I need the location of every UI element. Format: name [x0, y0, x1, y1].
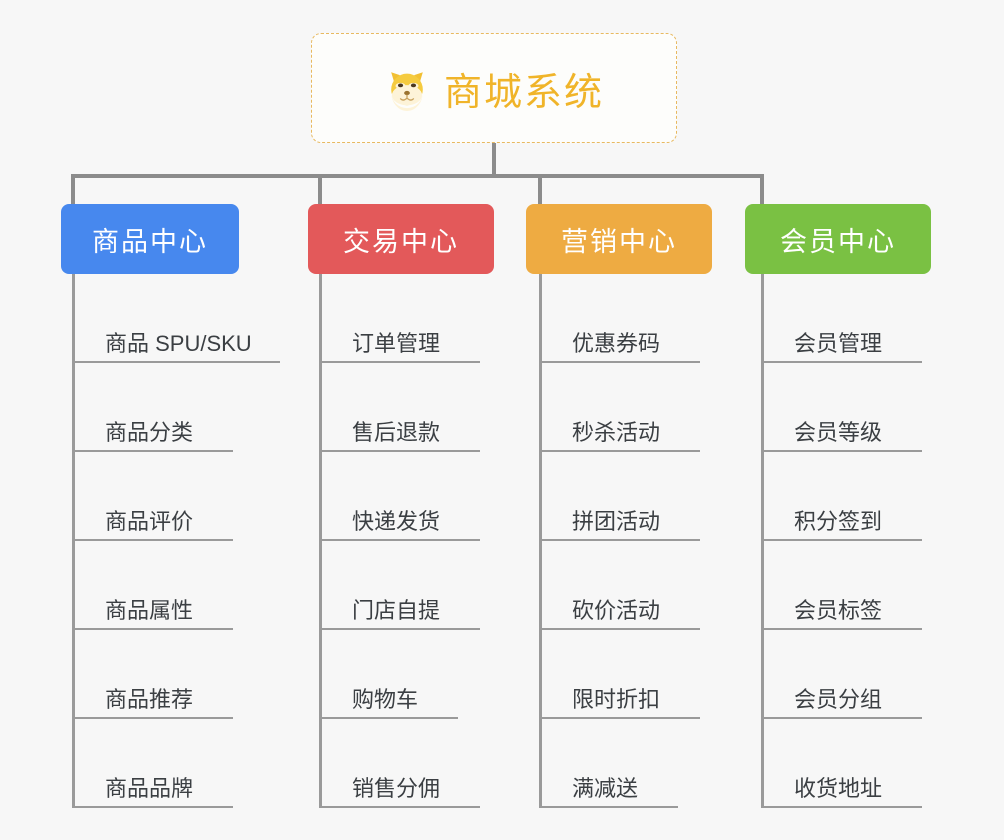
leaf-label: 会员管理 — [794, 330, 883, 356]
category-column-trade-center: 交易中心 — [308, 204, 494, 274]
leaf-label: 门店自提 — [352, 597, 441, 623]
leaf-item[interactable]: 快递发货 — [322, 452, 480, 541]
leaf-label: 拼团活动 — [572, 508, 661, 534]
leaf-item[interactable]: 限时折扣 — [542, 630, 700, 719]
leaf-underline — [322, 450, 480, 452]
leaf-underline — [542, 806, 678, 808]
leaf-underline — [542, 628, 700, 630]
leaf-underline — [322, 539, 480, 541]
leaf-underline — [764, 717, 922, 719]
leaf-label: 会员分组 — [794, 686, 883, 712]
leaf-label: 砍价活动 — [572, 597, 661, 623]
leaf-underline — [75, 628, 233, 630]
leaf-label: 销售分佣 — [352, 775, 441, 801]
category-column-product-center: 商品中心 — [61, 204, 239, 274]
leaf-item[interactable]: 商品 SPU/SKU — [75, 274, 280, 363]
leaf-item[interactable]: 优惠券码 — [542, 274, 700, 363]
leaf-label: 快递发货 — [352, 508, 441, 534]
leaf-label: 售后退款 — [352, 419, 441, 445]
leaf-label: 优惠券码 — [572, 330, 661, 356]
connector-root-stub — [492, 143, 496, 178]
connector-drop-trade-center — [318, 174, 322, 204]
leaf-underline — [542, 361, 700, 363]
connector-drop-member-center — [760, 174, 764, 204]
leaf-underline — [322, 806, 480, 808]
leaf-list-product-center: 商品 SPU/SKU 商品分类商品评价商品属性商品推荐商品品牌 — [72, 274, 280, 808]
category-header-label: 营销中心 — [561, 226, 677, 257]
leaf-item[interactable]: 商品推荐 — [75, 630, 252, 719]
leaf-underline — [75, 450, 233, 452]
root-title: 商城系统 — [443, 71, 604, 114]
leaf-underline — [322, 361, 480, 363]
leaf-item[interactable]: 售后退款 — [322, 363, 480, 452]
shiba-inu-dog-face-icon — [384, 65, 430, 111]
leaf-label: 订单管理 — [352, 330, 441, 356]
leaf-label: 商品推荐 — [105, 686, 194, 712]
leaf-underline — [75, 361, 280, 363]
leaf-item[interactable]: 秒杀活动 — [542, 363, 700, 452]
leaf-underline — [764, 806, 922, 808]
category-header-label: 商品中心 — [92, 226, 208, 257]
leaf-underline — [764, 361, 922, 363]
root-node-shop-system[interactable]: 商城系统 — [311, 33, 677, 143]
leaf-item[interactable]: 积分签到 — [764, 452, 922, 541]
leaf-item[interactable]: 商品评价 — [75, 452, 252, 541]
leaf-label: 商品品牌 — [105, 775, 194, 801]
leaf-item[interactable]: 会员标签 — [764, 541, 922, 630]
leaf-label: 会员标签 — [794, 597, 883, 623]
category-column-marketing-center: 营销中心 — [526, 204, 712, 274]
leaf-item[interactable]: 会员等级 — [764, 363, 922, 452]
leaf-list-member-center: 会员管理会员等级积分签到会员标签会员分组收货地址 — [761, 274, 922, 808]
leaf-underline — [75, 717, 233, 719]
leaf-item[interactable]: 拼团活动 — [542, 452, 700, 541]
leaf-label: 会员等级 — [794, 419, 883, 445]
category-header-trade-center[interactable]: 交易中心 — [308, 204, 494, 274]
leaf-item[interactable]: 满减送 — [542, 719, 678, 808]
leaf-item[interactable]: 门店自提 — [322, 541, 480, 630]
connector-drop-marketing-center — [538, 174, 542, 204]
leaf-item[interactable]: 商品品牌 — [75, 719, 252, 808]
leaf-label: 商品属性 — [105, 597, 194, 623]
category-header-label: 交易中心 — [343, 226, 459, 257]
leaf-item[interactable]: 会员分组 — [764, 630, 922, 719]
leaf-item[interactable]: 订单管理 — [322, 274, 480, 363]
category-header-marketing-center[interactable]: 营销中心 — [526, 204, 712, 274]
leaf-underline — [764, 450, 922, 452]
leaf-underline — [75, 806, 233, 808]
leaf-label: 积分签到 — [794, 508, 883, 534]
leaf-underline — [75, 539, 233, 541]
leaf-underline — [542, 539, 700, 541]
leaf-item[interactable]: 商品分类 — [75, 363, 252, 452]
leaf-item[interactable]: 会员管理 — [764, 274, 922, 363]
leaf-label: 购物车 — [352, 686, 419, 712]
category-column-member-center: 会员中心 — [745, 204, 931, 274]
leaf-label: 限时折扣 — [572, 686, 661, 712]
category-header-label: 会员中心 — [780, 226, 896, 257]
leaf-underline — [764, 539, 922, 541]
leaf-label: 商品 SPU/SKU — [105, 330, 252, 356]
leaf-item[interactable]: 收货地址 — [764, 719, 922, 808]
leaf-label: 收货地址 — [794, 775, 883, 801]
connector-horizontal-bar — [71, 174, 764, 178]
leaf-item[interactable]: 销售分佣 — [322, 719, 480, 808]
leaf-underline — [542, 717, 700, 719]
leaf-item[interactable]: 砍价活动 — [542, 541, 700, 630]
leaf-label: 满减送 — [572, 775, 639, 801]
category-header-product-center[interactable]: 商品中心 — [61, 204, 239, 274]
leaf-label: 秒杀活动 — [572, 419, 661, 445]
leaf-underline — [764, 628, 922, 630]
leaf-underline — [322, 717, 458, 719]
leaf-item[interactable]: 购物车 — [322, 630, 458, 719]
leaf-item[interactable]: 商品属性 — [75, 541, 252, 630]
leaf-label: 商品评价 — [105, 508, 194, 534]
category-header-member-center[interactable]: 会员中心 — [745, 204, 931, 274]
connector-drop-product-center — [71, 174, 75, 204]
leaf-list-marketing-center: 优惠券码秒杀活动拼团活动砍价活动限时折扣满减送 — [539, 274, 700, 808]
leaf-underline — [542, 450, 700, 452]
leaf-label: 商品分类 — [105, 419, 194, 445]
leaf-list-trade-center: 订单管理售后退款快递发货门店自提购物车销售分佣 — [319, 274, 480, 808]
leaf-underline — [322, 628, 480, 630]
